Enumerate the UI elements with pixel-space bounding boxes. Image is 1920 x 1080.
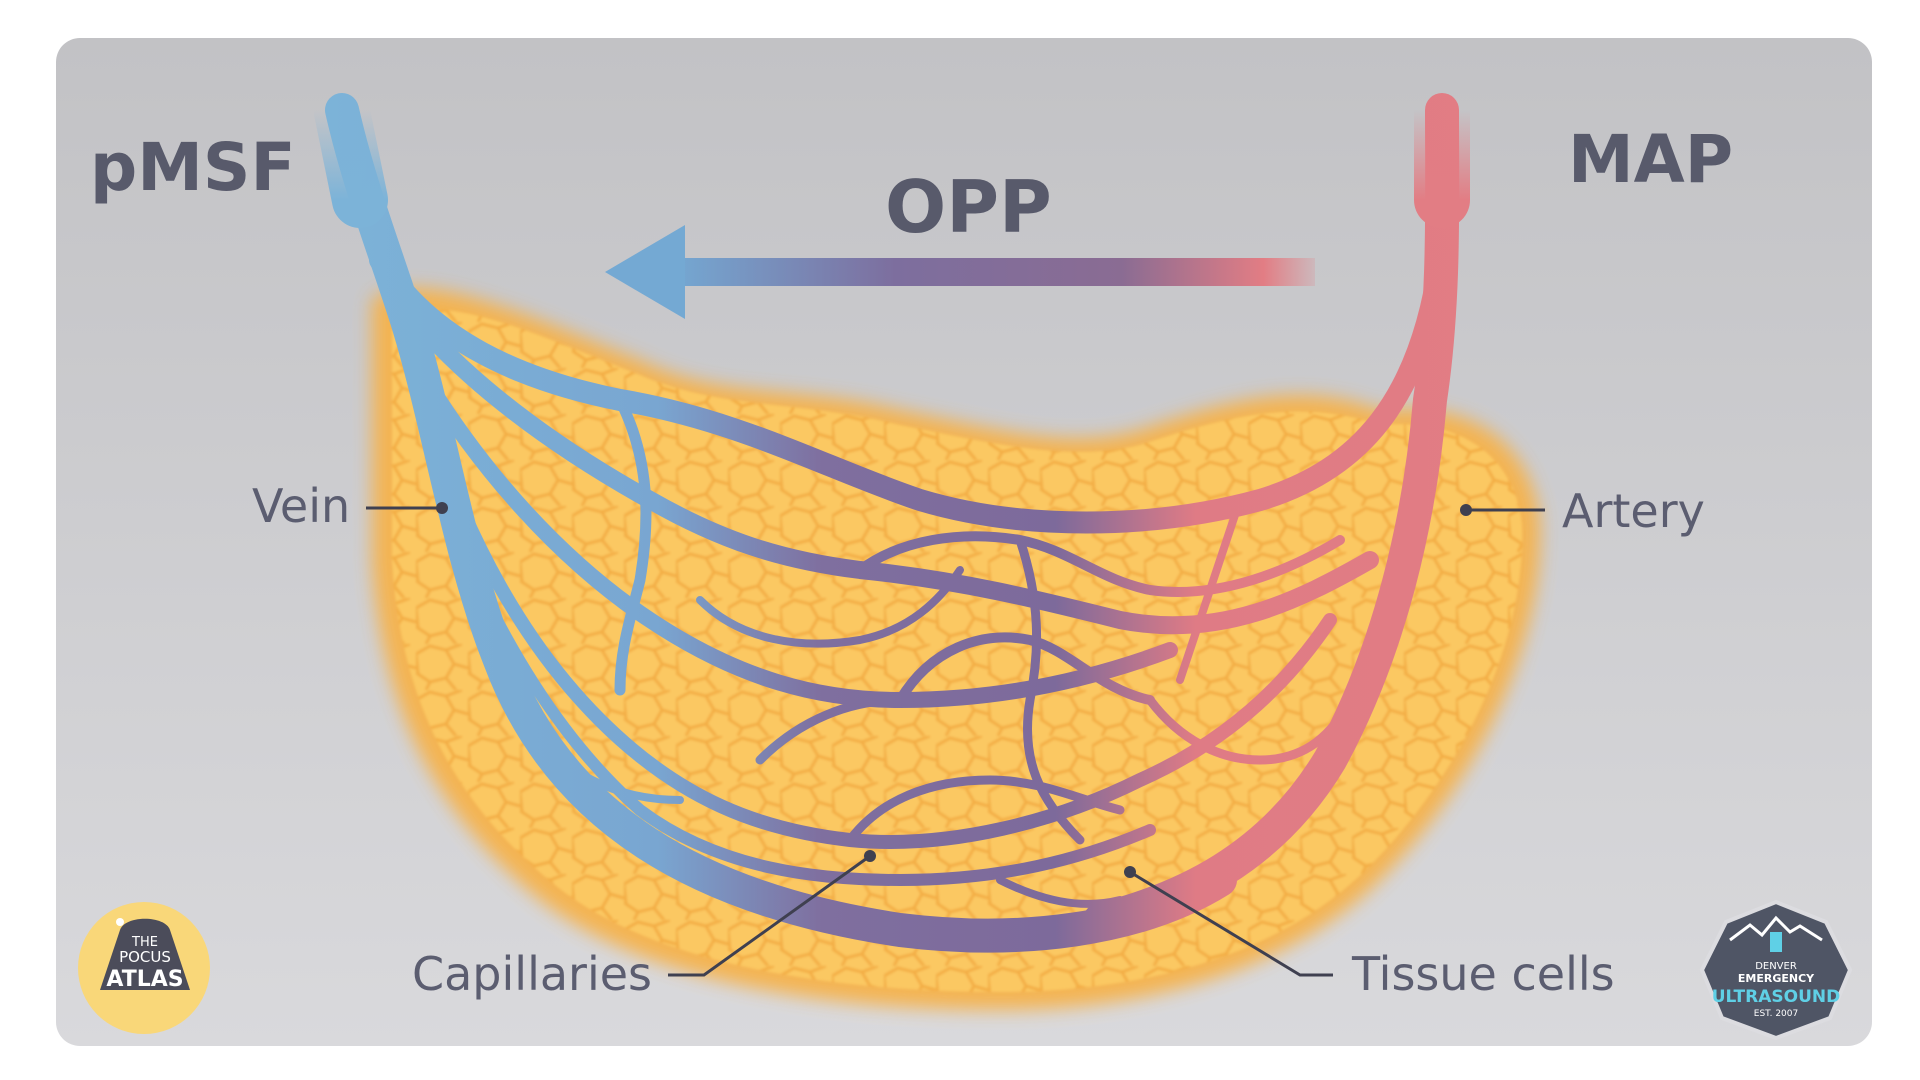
denver-line2: EMERGENCY — [1738, 972, 1815, 985]
pocus-atlas-logo: THE POCUS ATLAS — [78, 902, 210, 1034]
tissue-cells-label: Tissue cells — [1351, 947, 1615, 1001]
opp-arrow — [605, 225, 1315, 319]
denver-line4: EST. 2007 — [1754, 1009, 1798, 1019]
vein-callout: Vein — [252, 479, 448, 533]
pmsf-label: pMSF — [90, 129, 296, 206]
pocus-atlas-line2: POCUS — [119, 948, 171, 966]
opp-label: OPP — [885, 165, 1052, 249]
vessel-network — [314, 84, 1470, 953]
capillaries-label: Capillaries — [412, 947, 652, 1001]
pocus-atlas-line1: THE — [131, 935, 158, 950]
map-label: MAP — [1568, 121, 1733, 198]
pocus-atlas-line3: ATLAS — [106, 967, 183, 992]
denver-ultrasound-logo: DENVER EMERGENCY ULTRASOUND EST. 2007 — [1699, 899, 1853, 1041]
artery-callout: Artery — [1460, 484, 1705, 538]
capillaries-callout: Capillaries — [412, 850, 876, 1001]
vein-label: Vein — [252, 479, 350, 533]
denver-line1: DENVER — [1755, 961, 1797, 972]
capillaries — [369, 249, 1451, 908]
denver-line3: ULTRASOUND — [1712, 987, 1841, 1007]
artery-label: Artery — [1562, 484, 1705, 538]
tissue-cells-callout: Tissue cells — [1124, 866, 1615, 1001]
